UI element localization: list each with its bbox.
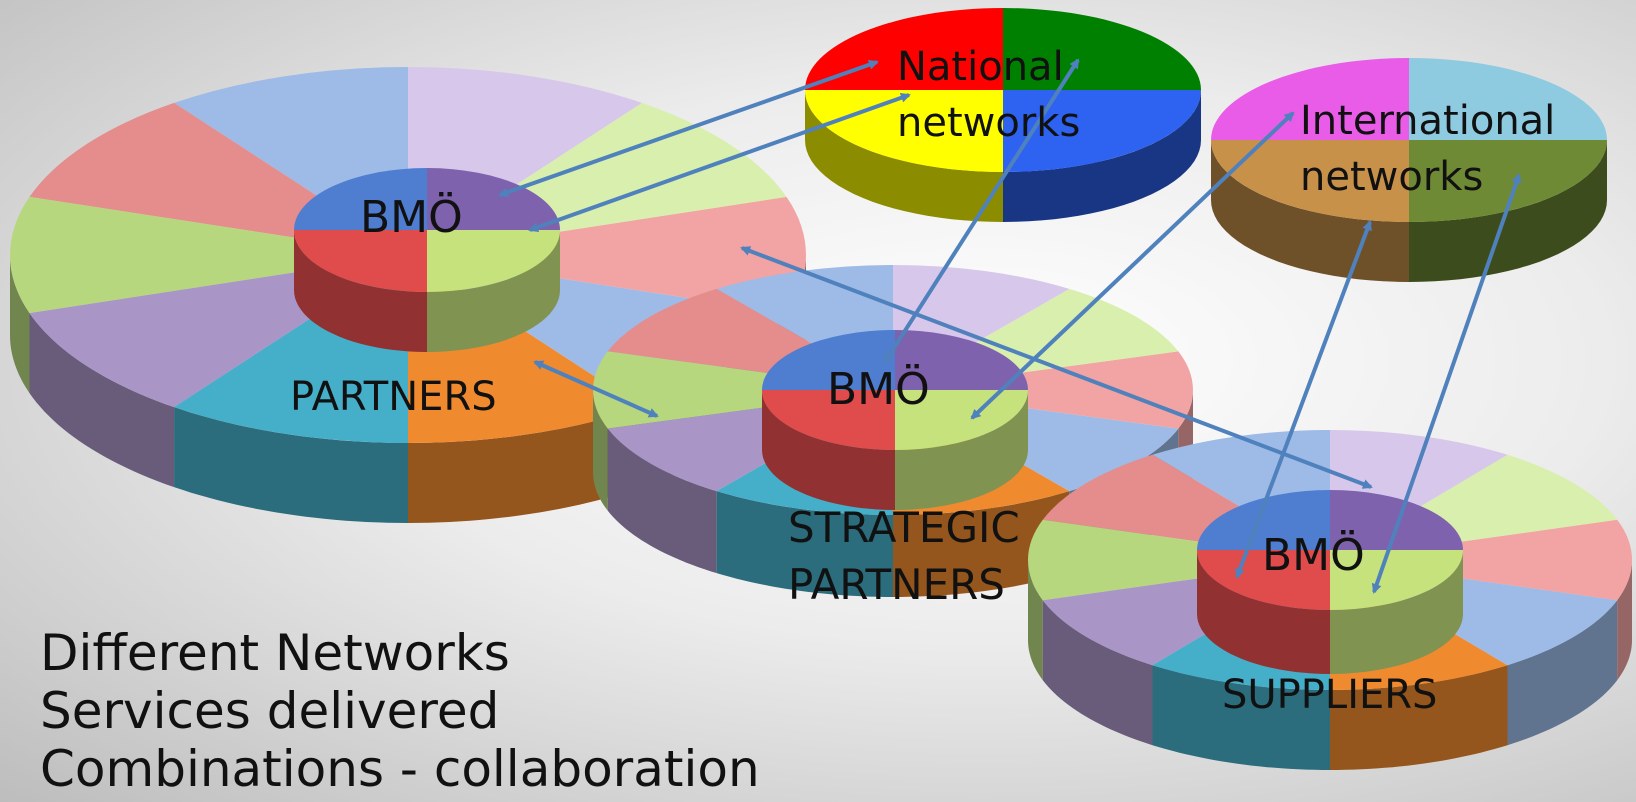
strategic-label-line1: STRATEGIC <box>788 503 1020 552</box>
national-label-line1: National <box>897 44 1064 90</box>
disk-side-segment <box>716 491 893 597</box>
disk-side-segment <box>174 407 408 523</box>
disk-side-segment <box>1330 665 1508 770</box>
disk-side-segment <box>408 407 642 523</box>
bullet-item: Different Networks <box>40 624 510 682</box>
disk-side-segment <box>1330 550 1463 674</box>
disk-side-segment <box>607 428 717 574</box>
international-label-line1: International <box>1300 98 1556 144</box>
disk-top-slice <box>1027 519 1330 601</box>
strategic-hub-disk <box>762 330 1028 510</box>
disk-side-segment <box>29 313 175 488</box>
disk-top-slice <box>427 168 560 230</box>
suppliers-hub-label: BMÖ <box>1262 530 1365 581</box>
double-arrow <box>1371 173 1522 594</box>
partners-hub-disk <box>294 168 560 352</box>
bullet-list: Different Networks Services delivered Co… <box>40 624 760 798</box>
disk-side-segment <box>1507 600 1618 746</box>
national-label-line2: networks <box>897 100 1081 146</box>
disk-top-slice <box>294 168 427 230</box>
disk-top-slice <box>1409 58 1607 140</box>
disk-side-segment <box>893 491 1070 597</box>
disk-side-segment <box>10 255 30 394</box>
connection-arrows <box>498 58 1522 594</box>
international-label-line2: networks <box>1300 154 1484 200</box>
bullet-item: Combinations - collaboration <box>40 740 760 798</box>
strategic-label-line2: PARTNERS <box>788 560 1005 609</box>
disk-side-segment <box>593 390 608 511</box>
disk-side-segment <box>1197 550 1330 674</box>
disk-side-segment <box>294 230 427 352</box>
disk-side-segment <box>1028 560 1043 681</box>
partners-hub-label: BMÖ <box>360 192 463 243</box>
double-arrow <box>1235 220 1372 579</box>
disk-side-segment <box>1042 600 1153 746</box>
strategic-hub-label: BMÖ <box>827 364 930 415</box>
suppliers-hub-disk <box>1197 490 1463 674</box>
disk-top-slice <box>427 230 560 292</box>
disk-side-segment <box>1617 560 1632 681</box>
disk-side-segment <box>427 230 560 352</box>
partners-label: PARTNERS <box>290 374 497 420</box>
double-arrow <box>533 360 659 418</box>
disk-side-segment <box>1152 665 1330 770</box>
suppliers-label: SUPPLIERS <box>1222 672 1438 718</box>
disk-top-slice <box>294 230 427 292</box>
bullet-item: Services delivered <box>40 682 500 740</box>
double-arrow <box>528 92 911 233</box>
disk-top-slice <box>10 196 408 314</box>
